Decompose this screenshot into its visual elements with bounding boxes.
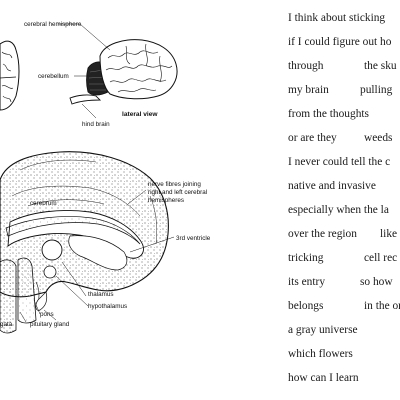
poem-line-text: the sku bbox=[364, 60, 397, 72]
poem-line-text: how can I learn bbox=[288, 372, 359, 384]
poem-line-text: or are they bbox=[288, 132, 337, 144]
poem-line-text: over the region bbox=[288, 228, 357, 240]
label-cerebral-hemisphere: cerebral hemisphere bbox=[24, 21, 82, 28]
poem-line-text: through bbox=[288, 60, 324, 72]
poem-line-text: I never could tell the c bbox=[288, 156, 391, 168]
label-pituitary-gland: pituitary gland bbox=[30, 321, 70, 328]
section-leader-lines bbox=[19, 189, 175, 323]
label-cerebrum: cerebrum bbox=[30, 200, 57, 207]
label-nerve-fibres-3: hemispheres bbox=[148, 197, 184, 204]
poem-line-text: I think about sticking bbox=[288, 12, 386, 24]
poem-line-text: in the onl bbox=[364, 300, 400, 312]
poem-line-text: especially when the la bbox=[288, 204, 389, 216]
label-cerebellum: cerebellum bbox=[38, 73, 69, 80]
brain-diagram: cerebral hemisphere cerebellum lateral v… bbox=[0, 21, 211, 334]
poem-line-text: pulling bbox=[360, 84, 393, 96]
poem-line-text: tricking bbox=[288, 252, 324, 264]
poem-line-text: weeds bbox=[364, 132, 393, 144]
label-hind-brain: hind brain bbox=[82, 121, 110, 128]
poem-line-text: if I could figure out ho bbox=[288, 36, 392, 48]
label-lateral-view: lateral view bbox=[122, 111, 158, 118]
top-leader-lines bbox=[58, 23, 111, 119]
label-nerve-fibres-2: right and left cerebral bbox=[148, 189, 207, 196]
poem-line-text: native and invasive bbox=[288, 180, 376, 192]
label-hypothalamus: hypothalamus bbox=[88, 303, 127, 310]
poem-line-text: from the thoughts bbox=[288, 108, 369, 120]
poem-line-text: like bbox=[380, 228, 398, 240]
label-thalamus: thalamus bbox=[88, 291, 114, 298]
label-third-ventricle: 3rd ventricle bbox=[176, 235, 211, 242]
poem-line-text: my brain bbox=[288, 84, 329, 96]
poem-line-text: so how bbox=[360, 276, 393, 288]
dorsal-view-illustration bbox=[0, 40, 20, 111]
label-medulla: gata bbox=[0, 321, 13, 328]
lateral-view-illustration bbox=[69, 39, 178, 105]
poem-line-text: which flowers bbox=[288, 348, 353, 360]
poem-line-text: belongs bbox=[288, 300, 324, 312]
poem-line-text: a gray universe bbox=[288, 324, 358, 336]
label-pons: pons bbox=[40, 311, 54, 318]
poem-text: I think about sticking if I could figure … bbox=[288, 12, 400, 400]
poem-line-text: its entry bbox=[288, 276, 326, 288]
sagittal-section-illustration bbox=[0, 151, 169, 334]
label-nerve-fibres-1: nerve fibres joining bbox=[148, 181, 201, 188]
poem-line-text: cell rec bbox=[364, 252, 398, 264]
